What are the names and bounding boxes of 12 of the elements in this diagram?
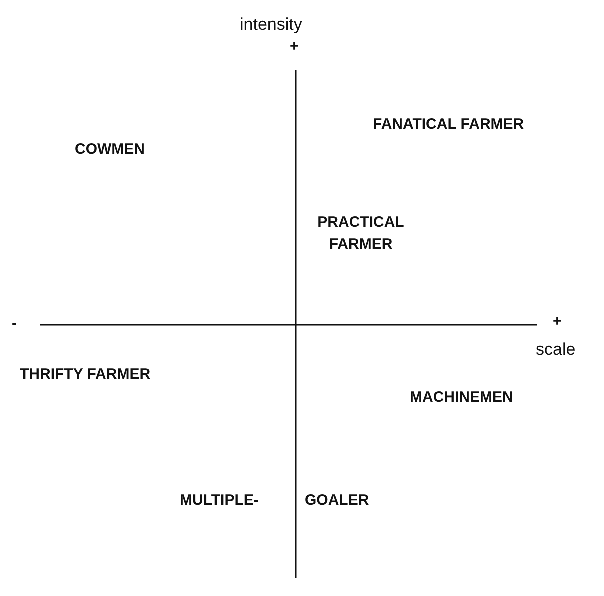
quadrant-label: FANATICAL FARMER (373, 115, 524, 135)
axis-title: scale (536, 339, 576, 361)
quadrant-label: PRACTICAL FARMER (316, 213, 406, 255)
quadrant-label: MULTIPLE- (180, 491, 259, 511)
plus-sign: + (290, 37, 299, 57)
quadrant-label: THRIFTY FARMER (20, 365, 151, 385)
plus-sign: + (553, 312, 562, 332)
quadrant-label: GOALER (305, 491, 370, 511)
axis-title: intensity (240, 14, 302, 36)
quadrant-label: COWMEN (75, 140, 145, 160)
minus-sign: - (12, 314, 17, 334)
quadrant-label: MACHINEMEN (410, 388, 514, 408)
